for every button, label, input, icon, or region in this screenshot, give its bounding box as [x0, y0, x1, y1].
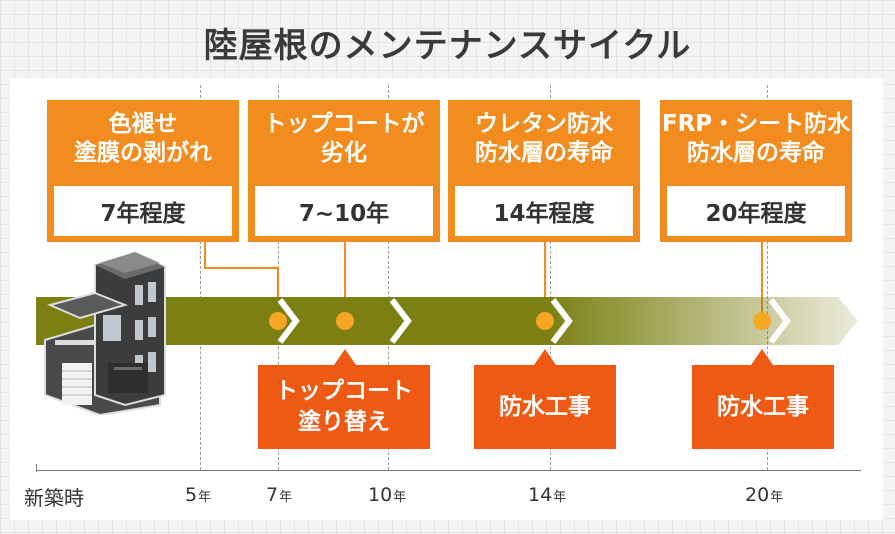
chevron-3 [550, 298, 573, 344]
event-4-period: 20年程度 [667, 186, 845, 236]
timeline-dot-4 [753, 312, 771, 330]
chevron-1 [277, 298, 300, 344]
event-box-2: トップコートが 劣化 7~10年 [248, 100, 440, 242]
event-box-3: ウレタン防水 防水層の寿命 14年程度 [448, 100, 640, 242]
connector-event-1 [204, 242, 279, 320]
event-4-title: FRP・シート防水 防水層の寿命 [661, 111, 851, 166]
work-box-3: 防水工事 [692, 365, 834, 449]
axis-baseline [36, 470, 861, 471]
axis-tick-10: 10年 [368, 484, 407, 506]
work-box-1: トップコート 塗り替え [258, 365, 430, 449]
event-3-title: ウレタン防水 防水層の寿命 [475, 111, 613, 166]
event-1-period: 7年程度 [54, 186, 232, 236]
axis-tick-7: 7年 [266, 484, 293, 506]
axis-tick-20: 20年 [745, 484, 784, 506]
axis-tick-5: 5年 [185, 484, 212, 506]
timeline-dot-3 [536, 312, 554, 330]
event-3-period: 14年程度 [455, 186, 633, 236]
timeline-dot-1 [269, 312, 287, 330]
event-box-1: 色褪せ 塗膜の剥がれ 7年程度 [47, 100, 239, 242]
work-3-pointer [751, 349, 773, 365]
chevron-2 [389, 298, 412, 344]
event-box-4: FRP・シート防水 防水層の寿命 20年程度 [660, 100, 852, 242]
building-illustration [44, 251, 166, 415]
guide-line-20 [767, 85, 768, 470]
axis-tick-14: 14年 [528, 484, 567, 506]
timeline-arrow [36, 297, 858, 345]
guide-line-10 [388, 85, 389, 470]
event-2-title: トップコートが 劣化 [263, 111, 425, 166]
axis-start-tick [36, 464, 37, 472]
page-title: 陸屋根のメンテナンスサイクル [203, 26, 692, 66]
work-2-pointer [534, 349, 556, 365]
axis-start-label: 新築時 [24, 486, 84, 510]
guide-line-5 [200, 85, 201, 470]
timeline-dot-2 [336, 312, 354, 330]
guide-line-14 [550, 85, 551, 470]
work-box-2: 防水工事 [474, 365, 616, 449]
work-1-pointer [334, 349, 356, 365]
event-1-title: 色褪せ 塗膜の剥がれ [74, 111, 212, 166]
event-2-period: 7~10年 [255, 186, 433, 236]
chevron-4 [768, 298, 791, 344]
